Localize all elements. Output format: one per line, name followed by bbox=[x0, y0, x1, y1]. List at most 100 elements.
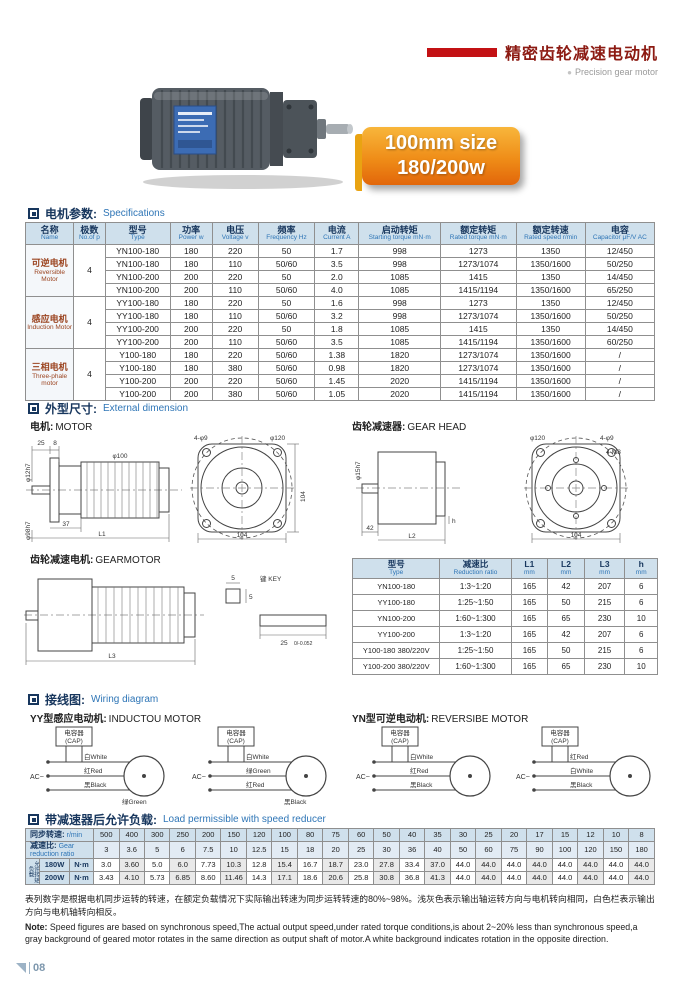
dim-label: 104 bbox=[571, 532, 582, 539]
table-cell: 1.7 bbox=[314, 244, 360, 259]
table-cell: 44.0 bbox=[577, 871, 604, 885]
table-cell: 20.6 bbox=[322, 871, 349, 885]
header-en: Reduction ratio bbox=[453, 568, 498, 576]
table-cell: YN100-200 bbox=[104, 283, 171, 298]
table-cell: 44.0 bbox=[602, 871, 630, 885]
table-cell: 36.8 bbox=[398, 871, 426, 885]
table-cell: 165 bbox=[510, 657, 549, 675]
table-cell: 150 bbox=[602, 841, 630, 859]
table-cell: 4.0 bbox=[314, 283, 360, 298]
table-cell: 50/60 bbox=[257, 309, 316, 324]
wire-label: 绿Green bbox=[246, 766, 271, 775]
table-cell: 400 bbox=[118, 828, 146, 842]
table-cell: 23.0 bbox=[347, 858, 375, 872]
header-cn: 型号 bbox=[128, 225, 147, 235]
wire-label: 红Red bbox=[410, 766, 429, 775]
table-cell: 50/250 bbox=[584, 309, 656, 324]
header-cn: 电容 bbox=[610, 225, 629, 235]
table-cell: 6 bbox=[624, 641, 658, 659]
table-cell: 998 bbox=[358, 309, 442, 324]
table-cell: 3.6 bbox=[118, 841, 146, 859]
wire-label: 黑Black bbox=[84, 781, 107, 789]
table-cell: 12/450 bbox=[584, 244, 656, 259]
power-cell: 180W bbox=[39, 858, 70, 872]
table-cell: 100 bbox=[551, 841, 579, 859]
header-cn: 频率 bbox=[277, 225, 296, 235]
table-cell: 998 bbox=[358, 296, 442, 311]
table-cell: 18.6 bbox=[296, 871, 324, 885]
table-cell: 50/60 bbox=[257, 348, 316, 363]
header-cn: 名称 bbox=[40, 225, 59, 235]
label-motor: 电机:MOTOR bbox=[30, 422, 93, 433]
table-cell: 1:3~1:20 bbox=[439, 577, 512, 595]
table-cell: YN100-180 bbox=[351, 577, 441, 595]
table-cell: / bbox=[584, 374, 656, 389]
table-cell: 250 bbox=[169, 828, 196, 842]
badge-line2: 180/200w bbox=[397, 157, 485, 179]
table-cell: 1415/1194 bbox=[440, 335, 517, 350]
header-cn: L1 bbox=[524, 559, 535, 569]
header-en: Starting torque mN·m bbox=[368, 234, 431, 242]
section-header-load: 带减速器后允许负载: Load permissible with speed r… bbox=[28, 811, 326, 828]
table-cell: YY100-200 bbox=[104, 335, 171, 350]
red-accent-bar bbox=[426, 47, 497, 57]
poles-cell: 4 bbox=[73, 244, 106, 298]
table-cell: 3.60 bbox=[118, 858, 146, 872]
table-cell: 8.60 bbox=[194, 871, 222, 885]
table-cell: Y100-200 bbox=[104, 374, 171, 389]
table-cell: 4.10 bbox=[118, 871, 146, 885]
header-en: Voltage v bbox=[221, 234, 249, 242]
table-cell: 44.0 bbox=[475, 858, 502, 872]
header-en: Rated torque mN·m bbox=[449, 234, 507, 242]
table-cell: Y100-200 bbox=[104, 387, 171, 402]
dim-label: 25 bbox=[37, 440, 45, 447]
table-cell: 1415/1194 bbox=[440, 374, 517, 389]
ac-label: AC~ bbox=[192, 774, 206, 781]
unit-cell: N·m bbox=[68, 871, 95, 885]
dim-label: 104 bbox=[300, 491, 307, 502]
dim-label: 5 bbox=[249, 594, 253, 601]
table-cell: YY100-180 bbox=[104, 296, 171, 311]
table-cell: 1:25~1:50 bbox=[439, 641, 512, 659]
notes: 表列数字是根据电机同步运转的转速，在额定负载情况下实际输出转速为同步运转转速的8… bbox=[25, 893, 657, 946]
table-cell: 44.0 bbox=[475, 871, 502, 885]
unit-cell: N·m bbox=[68, 858, 95, 872]
table-cell: 200 bbox=[169, 335, 213, 350]
poles-cell: 4 bbox=[73, 348, 106, 402]
table-cell: 1273/1074 bbox=[440, 257, 517, 272]
header-en: Type bbox=[130, 234, 145, 242]
header-en: Type bbox=[389, 568, 404, 576]
dim-label: φ12h7 bbox=[25, 463, 32, 482]
group-name-en: Induction Motor bbox=[27, 324, 73, 332]
table-cell: 35 bbox=[424, 828, 451, 842]
table-cell: 50 bbox=[547, 641, 585, 659]
section-header-specs: 电机参数: Specifications bbox=[28, 205, 165, 222]
table-cell: 180 bbox=[169, 309, 213, 324]
capacitor-label: 电容器 bbox=[226, 728, 246, 737]
table-cell: 50 bbox=[373, 828, 400, 842]
table-cell: 1350/1600 bbox=[515, 309, 586, 324]
table-cell: 65 bbox=[547, 657, 585, 675]
table-cell: 60/250 bbox=[584, 335, 656, 350]
section-header-wiring: 接线图: Wiring diagram bbox=[28, 691, 158, 708]
table-cell: 20 bbox=[500, 828, 528, 842]
table-cell: 10 bbox=[220, 841, 247, 859]
table-cell: 1820 bbox=[358, 361, 442, 376]
table-cell: 1350 bbox=[515, 322, 586, 337]
dim-label: φ100 bbox=[112, 453, 127, 460]
table-cell: 300 bbox=[143, 828, 171, 842]
dim-label: L1 bbox=[98, 531, 106, 538]
